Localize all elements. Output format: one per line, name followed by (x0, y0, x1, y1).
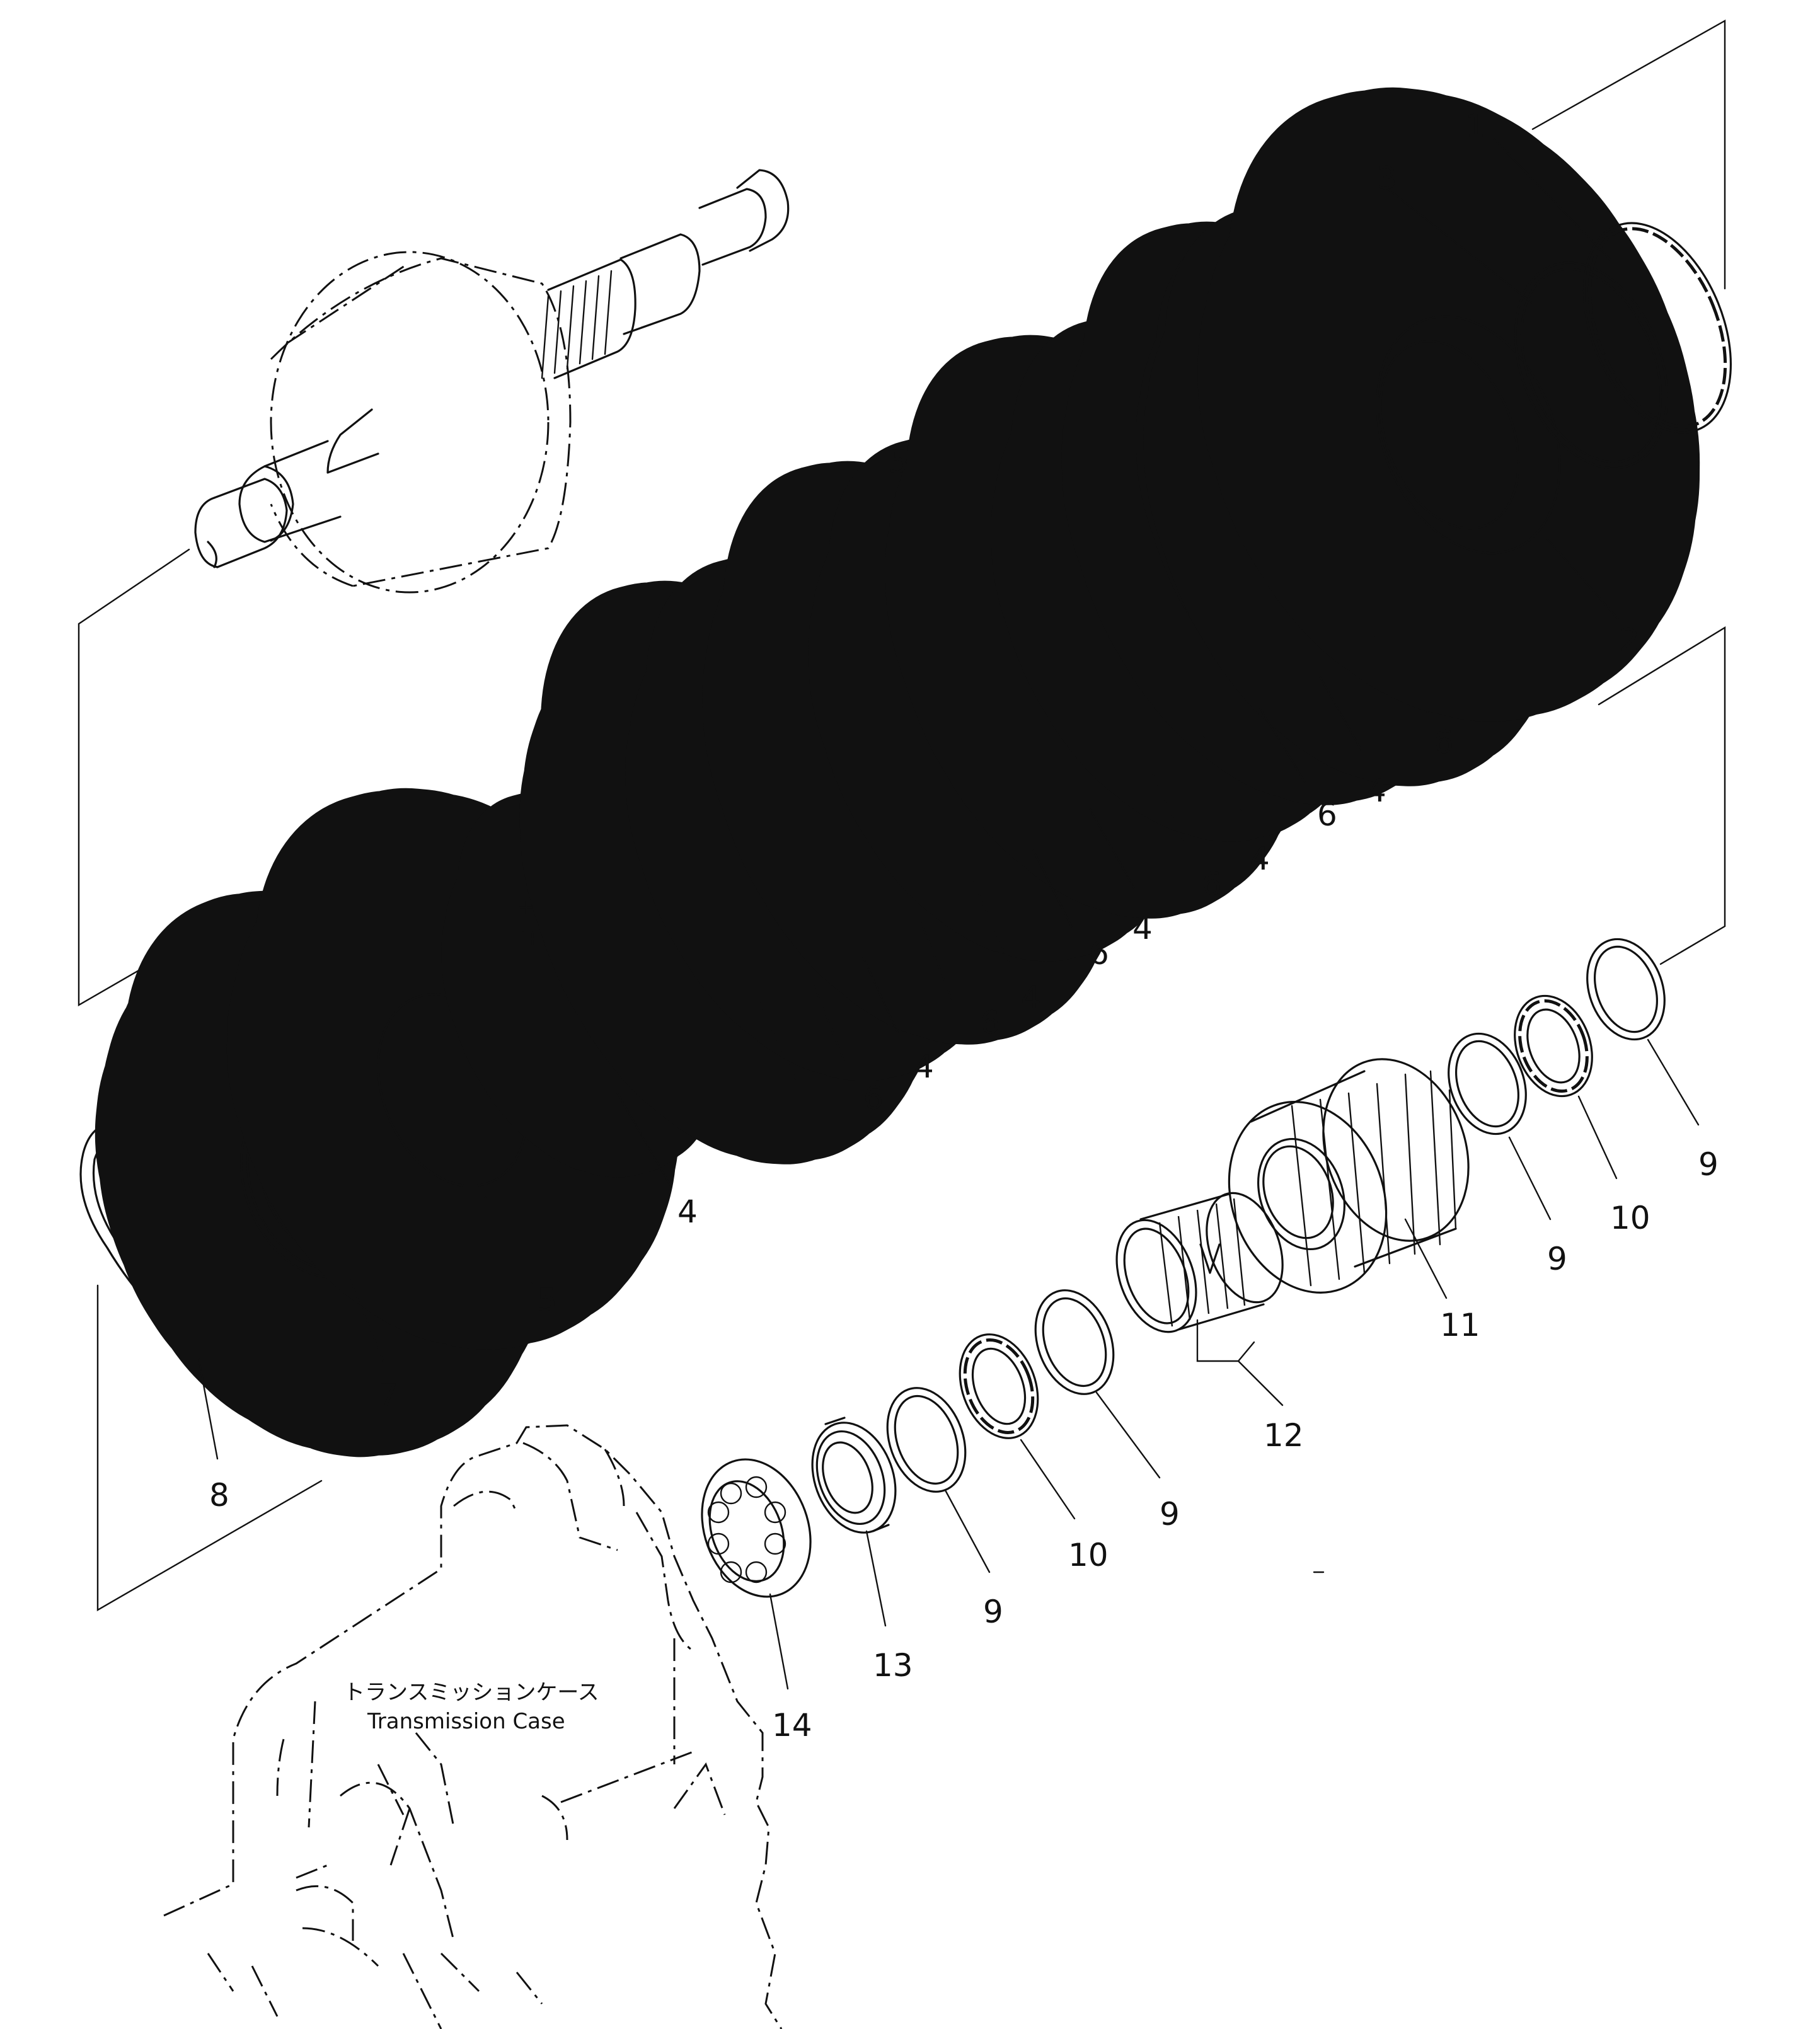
callout-6-c: 6 (1202, 866, 1222, 902)
callout-14: 14 (772, 1707, 812, 1744)
callout-4-e: 4 (914, 1049, 934, 1085)
callout-labels: 1 2 3 4 4 4 4 4 4 4 5 5 6 6 6 6 6 6 7 8 … (209, 108, 1719, 1744)
callout-9-b: 9 (1547, 1241, 1567, 1277)
callout-8: 8 (209, 1477, 229, 1514)
transmission-case: トランスミッションケース Transmission Case (163, 1424, 783, 2029)
callout-5-top: 5 (889, 444, 909, 480)
callout-9-d: 9 (983, 1594, 1003, 1630)
ring-3 (1514, 262, 1668, 469)
callout-10-b: 10 (1068, 1537, 1109, 1573)
callout-6-b: 6 (1317, 796, 1337, 833)
callout-4-f: 4 (677, 1193, 698, 1230)
callout-4-a: 4 (1366, 773, 1386, 809)
end-plate-2 (1330, 271, 1594, 580)
shaft-drum-assembly (194, 169, 790, 594)
callout-6-a: 6 (1434, 724, 1454, 761)
callout-5-lower: 5 (537, 1282, 557, 1318)
callout-4-d: 4 (1021, 979, 1041, 1016)
washer-9a (1448, 1032, 1527, 1135)
ring-1 (1583, 222, 1732, 434)
callout-1: 1 (1465, 108, 1485, 144)
washer-9c (1034, 1289, 1115, 1395)
callout-11: 11 (1440, 1307, 1480, 1343)
callout-12: 12 (1264, 1417, 1304, 1454)
gear-11 (1228, 1058, 1470, 1294)
callout-6-d: 6 (1089, 935, 1109, 972)
case-label-japanese: トランスミッションケース (343, 1680, 599, 1705)
callout-6-e: 6 (980, 1004, 1000, 1041)
thrust-bearing-10b (959, 1333, 1039, 1439)
callout-6-f: 6 (863, 1080, 884, 1117)
callout-9-a: 9 (1698, 1146, 1719, 1183)
shaft-thread (541, 270, 613, 379)
callout-3: 3 (1377, 160, 1397, 197)
seal-13 (811, 1417, 897, 1534)
case-label-english: Transmission Case (367, 1709, 565, 1734)
callout-2: 2 (1620, 622, 1640, 658)
callout-10-a: 10 (1610, 1200, 1650, 1236)
leader-lines (197, 136, 1700, 1690)
callout-13: 13 (873, 1647, 913, 1684)
ball-bearing-14 (701, 1458, 812, 1598)
washer-9b (1586, 938, 1666, 1041)
thrust-bearing-10a (1514, 994, 1593, 1098)
needle-bearing-12 (1115, 1192, 1284, 1333)
callout-9-c: 9 (1160, 1496, 1180, 1532)
callout-4-b: 4 (1250, 841, 1270, 877)
clutch-pack (573, 345, 1480, 1062)
callout-7: 7 (378, 1377, 398, 1414)
callout-4-c: 4 (1132, 910, 1153, 946)
